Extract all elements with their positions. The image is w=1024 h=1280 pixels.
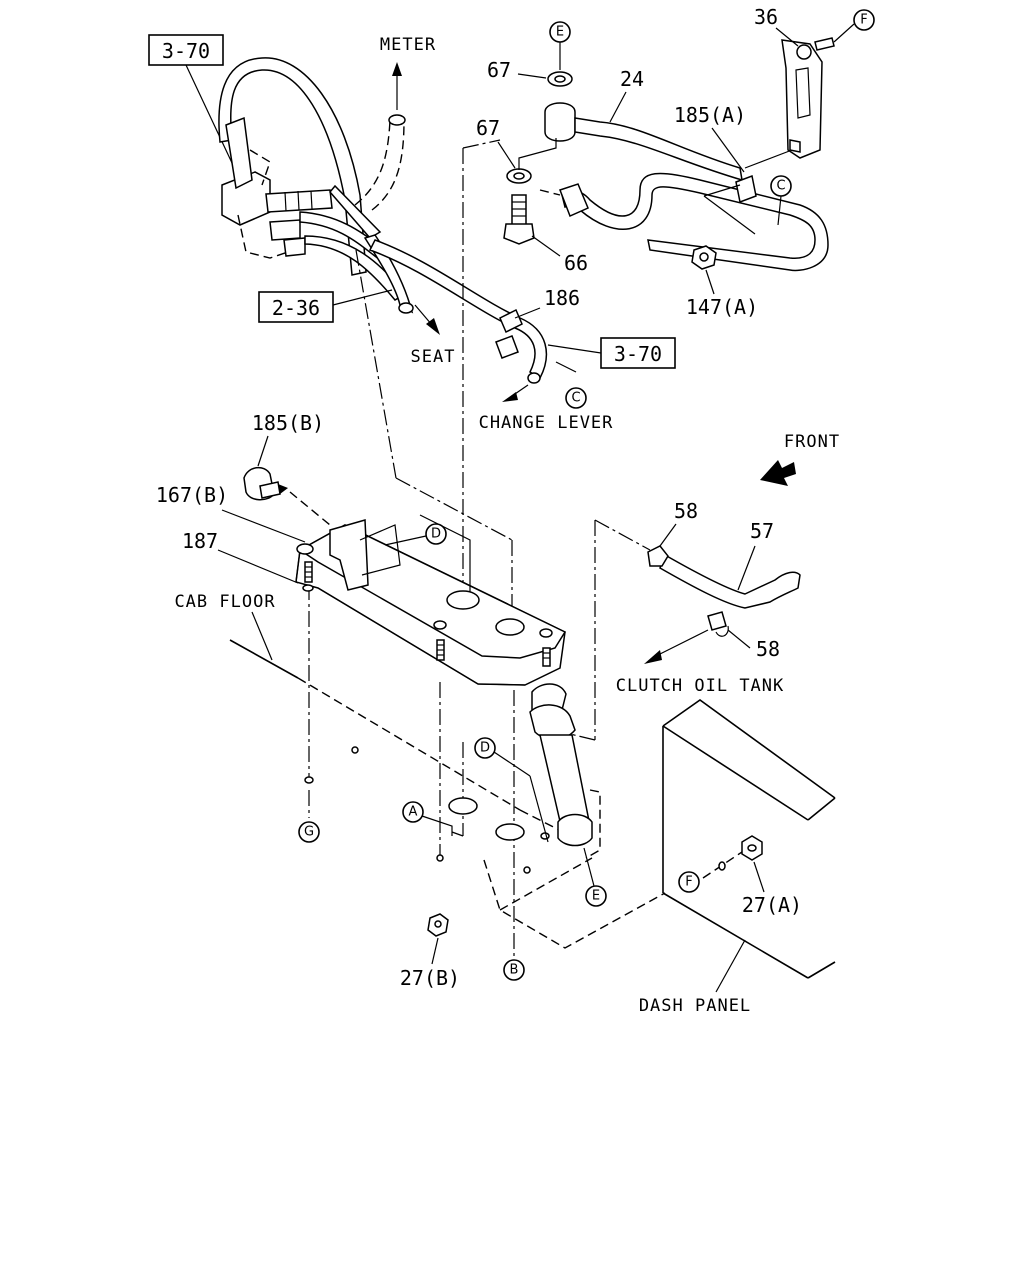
column-boot: D E xyxy=(474,683,607,907)
part-67a-label[interactable]: 67 xyxy=(487,58,511,82)
circle-e-bot: E xyxy=(592,889,600,904)
cab-floor-label: CAB FLOOR xyxy=(174,592,275,612)
circle-d-bot: D xyxy=(480,741,490,756)
dash-panel: F 27(A) DASH PANEL xyxy=(639,699,836,1016)
part-24-label[interactable]: 24 xyxy=(620,67,644,91)
part-58b-label[interactable]: 58 xyxy=(756,637,780,661)
change-lever-hose: CHANGE LEVER 186 3-70 C xyxy=(368,239,676,433)
part-187-label[interactable]: 187 xyxy=(182,529,218,553)
ref-2-36[interactable]: 2-36 xyxy=(258,289,393,323)
part-57-label[interactable]: 57 xyxy=(750,519,774,543)
clutch-hose: 58 57 58 CLUTCH OIL TANK xyxy=(616,499,801,696)
pipe-assembly: E 67 24 67 66 185(A) xyxy=(476,5,875,319)
part-67b-label[interactable]: 67 xyxy=(476,116,500,140)
meter-label: METER xyxy=(380,35,436,55)
part-186-label[interactable]: 186 xyxy=(544,286,580,310)
front-indicator: FRONT xyxy=(760,432,840,486)
circle-d-top: D xyxy=(431,527,441,542)
clutch-oil-tank-label: CLUTCH OIL TANK xyxy=(616,676,785,696)
seat-label: SEAT xyxy=(411,347,456,367)
lower-fasteners: A G 27(B) B xyxy=(298,801,525,990)
circle-a: A xyxy=(409,805,418,820)
ref-label-2-36[interactable]: 2-36 xyxy=(272,296,320,320)
valve-assembly: 3-70 METER xyxy=(148,34,436,301)
circle-g: G xyxy=(304,825,314,840)
circle-f-top: F xyxy=(860,13,867,28)
part-185b-label[interactable]: 185(B) xyxy=(252,411,324,435)
circle-f-bot: F xyxy=(685,875,692,890)
circle-c-top: C xyxy=(776,179,785,194)
change-lever-label: CHANGE LEVER xyxy=(479,413,614,433)
part-167b-label[interactable]: 167(B) xyxy=(156,483,228,507)
ref-label-3-70-mid[interactable]: 3-70 xyxy=(614,342,662,366)
part-27a-label[interactable]: 27(A) xyxy=(742,893,802,917)
circle-e-top: E xyxy=(556,25,564,40)
clip-185b: 185(B) 167(B) xyxy=(156,411,331,543)
part-58a-label[interactable]: 58 xyxy=(674,499,698,523)
dash-panel-label: DASH PANEL xyxy=(639,996,751,1016)
ref-label-3-70-top[interactable]: 3-70 xyxy=(162,39,210,63)
circle-b: B xyxy=(510,963,519,978)
part-27b-label[interactable]: 27(B) xyxy=(400,966,460,990)
circle-c-mid: C xyxy=(571,391,580,406)
part-147a-label[interactable]: 147(A) xyxy=(686,295,758,319)
seat-hoses: SEAT xyxy=(363,234,456,367)
front-label: FRONT xyxy=(784,432,840,452)
part-66-label[interactable]: 66 xyxy=(564,251,588,275)
part-36-label[interactable]: 36 xyxy=(754,5,778,29)
mounting-plate: 187 D xyxy=(182,514,567,686)
cab-floor: CAB FLOOR xyxy=(174,592,666,949)
center-lines xyxy=(308,139,651,960)
part-185a-label[interactable]: 185(A) xyxy=(674,103,746,127)
